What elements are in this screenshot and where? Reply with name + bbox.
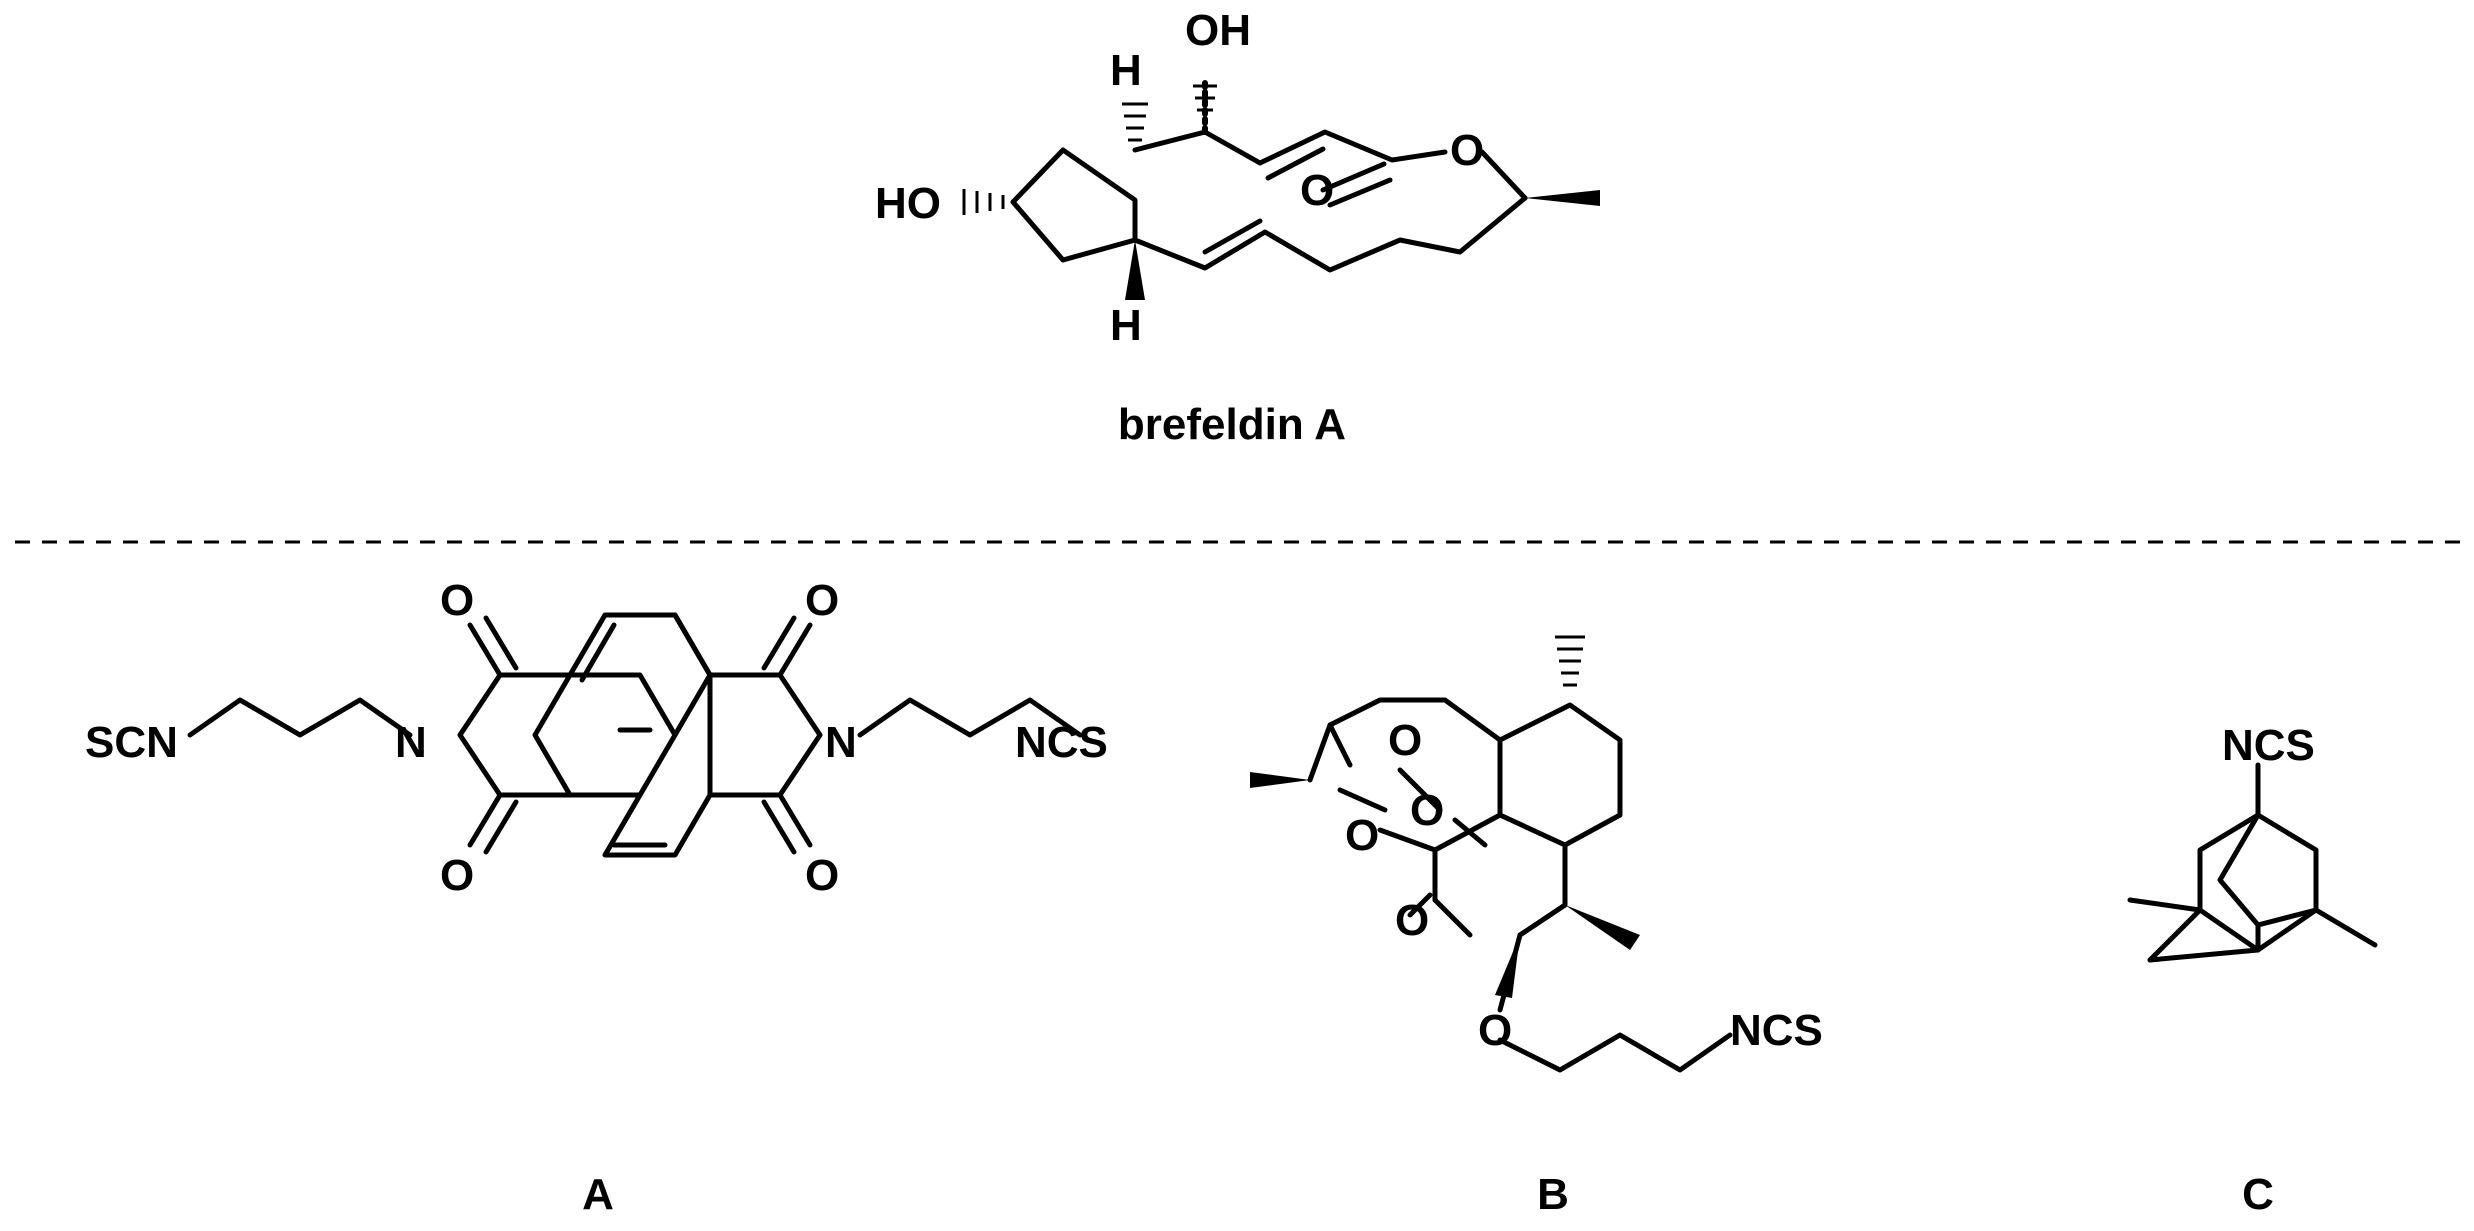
h-top-label: H bbox=[1110, 46, 1142, 95]
b-o-2: O bbox=[1395, 896, 1429, 945]
b-ncs-label: NCS bbox=[1730, 1006, 1823, 1055]
compound-c-caption: C bbox=[2242, 1170, 2274, 1219]
compound-c-structure: NCS bbox=[2127, 721, 2378, 963]
a-o-bottom-right: O bbox=[805, 851, 839, 900]
compound-b-structure: O O O O O NCS bbox=[1250, 635, 1823, 1073]
b-o-3: O bbox=[1388, 716, 1422, 765]
b-o-5: O bbox=[1478, 1006, 1512, 1055]
b-methyl-wedge-2 bbox=[1565, 905, 1640, 950]
c-ncs-label: NCS bbox=[2222, 721, 2315, 770]
b-o-4: O bbox=[1410, 786, 1444, 835]
methyl-wedge bbox=[1525, 190, 1600, 206]
a-n-right-label: N bbox=[825, 718, 857, 767]
ring-o-label: O bbox=[1450, 126, 1484, 175]
oh-top-label: OH bbox=[1185, 6, 1251, 55]
a-ncs-label: NCS bbox=[1015, 718, 1108, 767]
a-o-top-left: O bbox=[440, 576, 474, 625]
a-scn-label: SCN bbox=[85, 718, 178, 767]
a-o-top-right: O bbox=[805, 576, 839, 625]
b-o-1: O bbox=[1345, 811, 1379, 860]
b-methyl-wedge bbox=[1250, 772, 1310, 788]
a-o-bottom-left: O bbox=[440, 851, 474, 900]
brefeldin-a-structure: OH HO H H O O bbox=[875, 6, 1600, 350]
compound-a-structure: N N SCN NCS O O O O bbox=[85, 576, 1108, 900]
ho-left-label: HO bbox=[875, 179, 941, 228]
b-o-wedge bbox=[1495, 935, 1520, 998]
compound-a-caption: A bbox=[582, 1170, 614, 1219]
brefeldin-a-caption: brefeldin A bbox=[1117, 400, 1347, 449]
compound-b-caption: B bbox=[1537, 1170, 1569, 1219]
carbonyl-o-label: O bbox=[1300, 166, 1334, 215]
h-bottom-label: H bbox=[1110, 301, 1142, 350]
a-n-left-label: N bbox=[395, 718, 427, 767]
h-wedge-bottom bbox=[1125, 240, 1145, 300]
